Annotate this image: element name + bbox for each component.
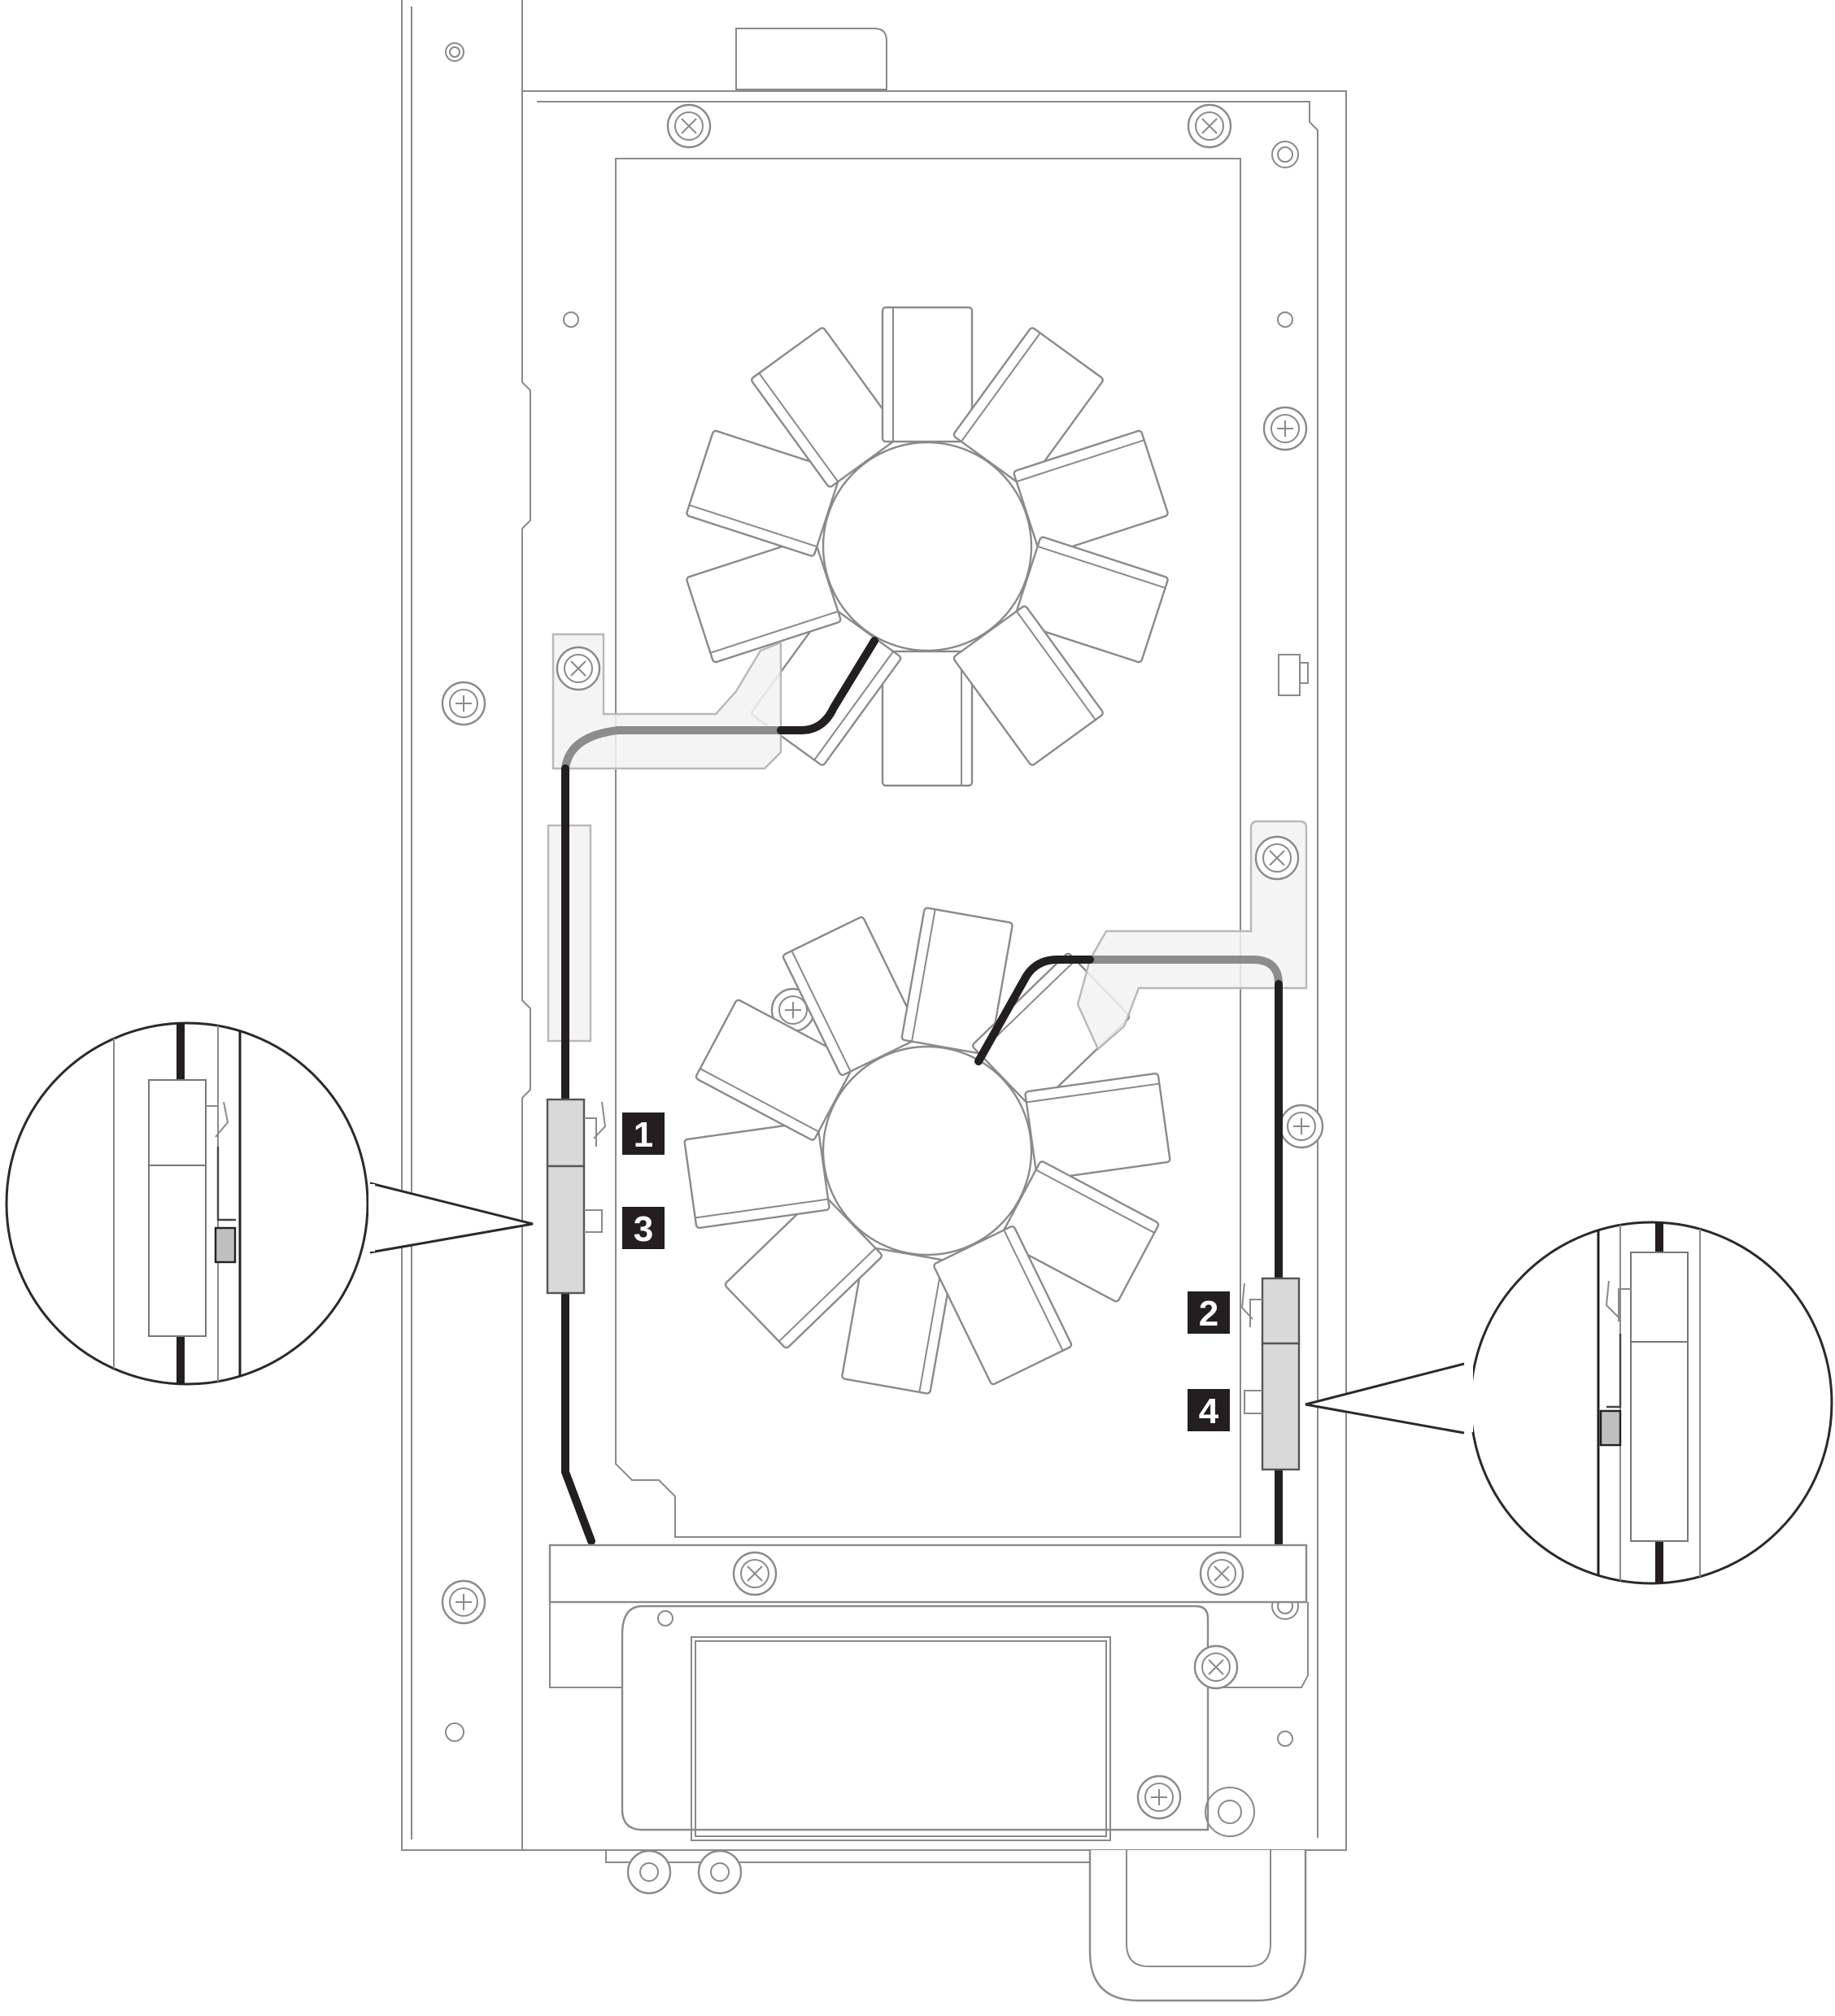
- callout-1-label: 1: [634, 1115, 653, 1155]
- chassis-outline: [401, 0, 1347, 1851]
- callout-4: 4: [1188, 1389, 1230, 1431]
- callout-2-label: 2: [1199, 1294, 1218, 1334]
- connector-right: [1240, 1277, 1301, 1471]
- cable-connectors: [546, 1098, 1301, 1471]
- lower-fan: [683, 906, 1171, 1396]
- callout-3-label: 3: [634, 1209, 653, 1249]
- callout-3: 3: [622, 1207, 665, 1249]
- callout-1: 1: [622, 1113, 665, 1155]
- upper-cable-bracket: [547, 633, 782, 1043]
- lower-cable-bracket: [1076, 820, 1308, 1051]
- right-detail-bubble: [1305, 1221, 1833, 1585]
- upper-fan: [685, 306, 1170, 787]
- connector-left: [546, 1098, 607, 1295]
- callout-4-label: 4: [1199, 1391, 1219, 1431]
- left-detail-bubble: [5, 1021, 534, 1386]
- upper-fan-cable: [561, 637, 878, 1545]
- rear-module: [548, 1544, 1309, 2002]
- callout-2: 2: [1188, 1291, 1230, 1334]
